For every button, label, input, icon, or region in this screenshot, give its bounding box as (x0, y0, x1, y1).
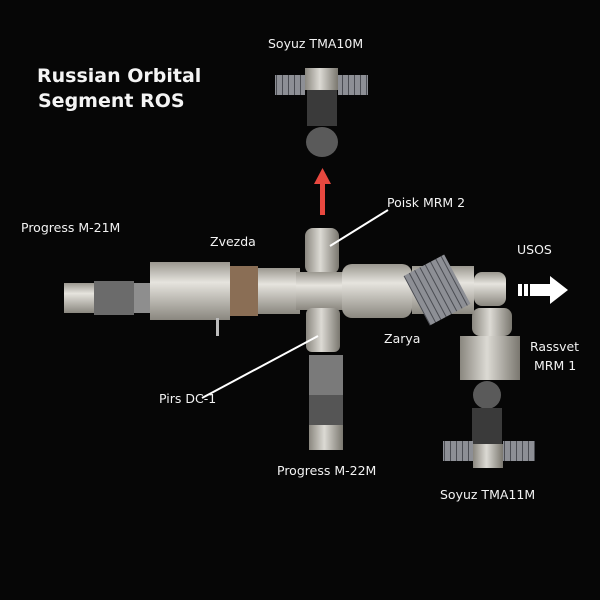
label-rassvet: Rassvet (530, 339, 580, 354)
label-mrm1: MRM 1 (534, 358, 577, 373)
usos-arrow-right-icon (518, 276, 568, 304)
title-line-1: Russian Orbital (37, 65, 202, 87)
label-pirs: Pirs DC-1 (159, 391, 217, 406)
zvezda-module (150, 262, 300, 336)
label-zvezda: Zvezda (210, 234, 256, 249)
title-line-2: Segment ROS (38, 90, 185, 112)
label-progress-m21m: Progress M-21M (21, 220, 121, 235)
diagram-title: Russian Orbital Segment ROS (37, 64, 201, 114)
progress-m22m-spacecraft (309, 355, 343, 450)
red-arrow-up-icon (314, 168, 331, 215)
rassvet-module (460, 308, 520, 380)
label-zarya: Zarya (384, 331, 421, 346)
label-poisk: Poisk MRM 2 (387, 195, 466, 210)
soyuz-tma10m-spacecraft (275, 68, 368, 157)
zarya-module (342, 254, 506, 326)
poisk-pointer-line (329, 209, 389, 247)
pirs-pointer-line (201, 335, 319, 399)
node-module (296, 272, 344, 310)
label-soyuz-tma10m: Soyuz TMA10M (268, 36, 364, 51)
pirs-module (306, 308, 340, 352)
soyuz-tma11m-spacecraft (443, 381, 535, 468)
label-soyuz-tma11m: Soyuz TMA11M (440, 487, 536, 502)
label-usos: USOS (517, 242, 552, 257)
label-progress-m22m: Progress M-22M (277, 463, 377, 478)
poisk-module (305, 228, 339, 274)
progress-m21m-spacecraft (64, 281, 160, 315)
